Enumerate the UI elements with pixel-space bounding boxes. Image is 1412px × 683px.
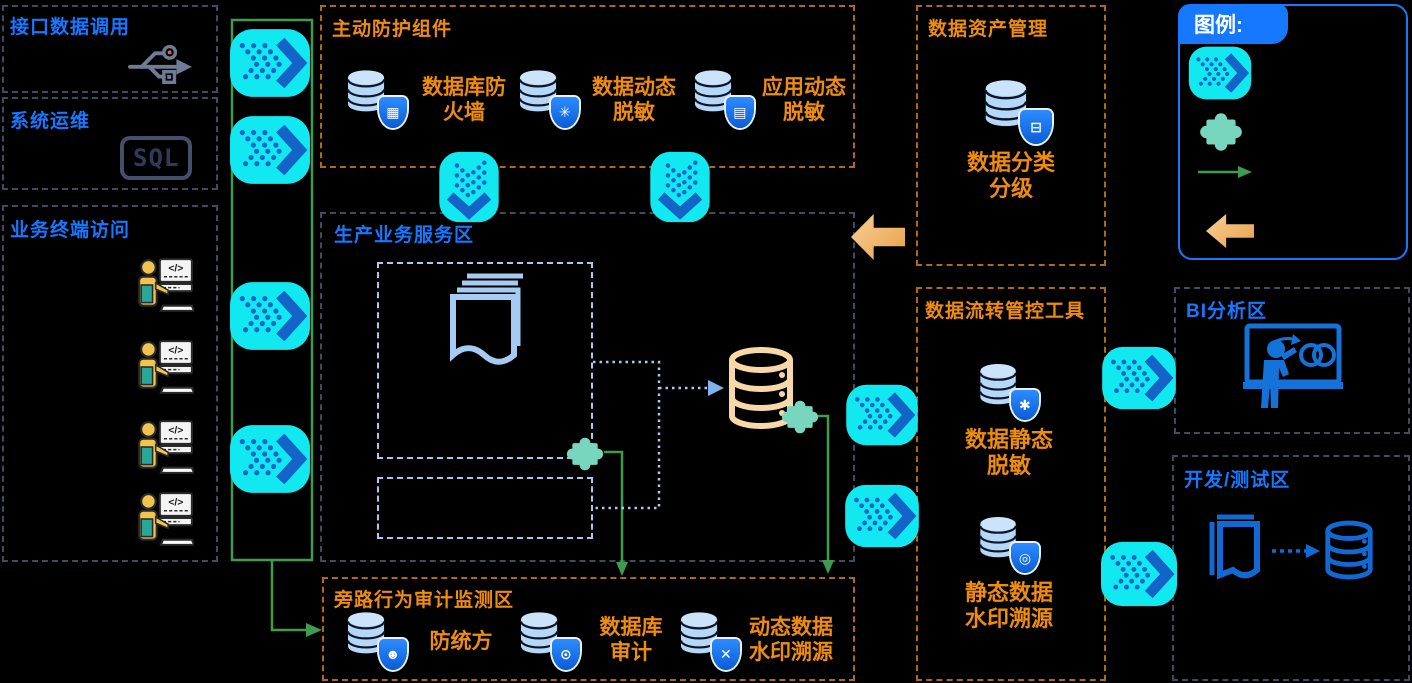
database-dynamic-mask-shield-icon: ✳ [515, 68, 579, 128]
flow-arrow-icon [229, 275, 311, 357]
blue-database-icon [1322, 520, 1376, 582]
shield-badge: ▤ [725, 96, 754, 128]
zone-active-protection [320, 5, 855, 168]
document-icon [1205, 512, 1267, 584]
shield-badge: ✳ [550, 96, 579, 128]
item-label: 数据库 审计 [599, 616, 663, 664]
shield-badge: ✱ [1010, 389, 1039, 420]
zone-business-terminal [2, 205, 218, 562]
zone-title-protection: 主动防护组件 [332, 19, 453, 40]
item-label: 防统方 [429, 630, 493, 653]
item-label: 应用动态 脱敏 [762, 76, 846, 124]
sql-icon: SQL [120, 136, 193, 180]
green-connector-to-audit [270, 560, 306, 632]
legend-title: 图例: [1178, 4, 1288, 44]
database-audit-shield-icon: ⊙ [516, 610, 580, 670]
bi-presentation-icon [1240, 322, 1345, 410]
flow-arrow-down-icon [434, 151, 504, 223]
zone-title-asset: 数据资产管理 [928, 19, 1049, 40]
production-inner-box-top [377, 262, 593, 459]
shield-badge: ◎ [1010, 542, 1039, 573]
zone-title-flowctl: 数据流转管控工具 [925, 301, 1086, 322]
blue-dotted-bracket [593, 360, 661, 510]
zone-title-production: 生产业务服务区 [334, 225, 475, 246]
shield-badge: ⊟ [1020, 109, 1052, 144]
database-firewall-shield-icon: ▦ [343, 68, 407, 128]
database-app-mask-shield-icon: ▤ [690, 68, 754, 128]
database-static-watermark-shield-icon: ◎ [975, 515, 1039, 573]
zone-title-interface: 接口数据调用 [10, 17, 131, 38]
shield-badge: ✕ [711, 638, 740, 670]
zone-title-bi: BI分析区 [1186, 301, 1268, 322]
terminal-user-icon [136, 420, 194, 474]
flow-arrow-icon [1100, 538, 1178, 610]
puzzle-icon [778, 398, 822, 436]
zone-bi-analysis [1174, 287, 1410, 434]
database-static-mask-shield-icon: ✱ [975, 362, 1039, 420]
shield-badge: ⊙ [551, 638, 580, 670]
zone-system-ops [2, 97, 218, 190]
database-watermark-shield-icon: ✕ [676, 610, 740, 670]
item-label: 数据分类 分级 [966, 150, 1055, 201]
flow-arrow-down-icon [645, 151, 715, 223]
database-person-shield-icon: ☻ [343, 610, 407, 670]
zone-data-flow-control [916, 287, 1106, 681]
item-label: 数据静态 脱敏 [964, 427, 1053, 478]
green-connector-db [818, 414, 830, 560]
terminal-user-icon [136, 492, 194, 546]
database-classify-shield-icon: ⊟ [980, 78, 1052, 144]
item-label: 数据动态 脱敏 [592, 76, 676, 124]
shield-badge: ▦ [378, 96, 407, 128]
flow-arrow-icon [229, 110, 311, 190]
production-inner-box-bottom [377, 477, 593, 539]
zone-interface-data-call [2, 5, 218, 93]
zone-title-terminal: 业务终端访问 [10, 220, 131, 241]
item-label: 动态数据 水印溯源 [749, 616, 833, 664]
zone-data-asset-mgmt [916, 5, 1106, 266]
terminal-user-icon [136, 258, 194, 312]
document-stack-icon [445, 272, 535, 377]
legend-box: 图例: [1178, 4, 1408, 260]
flow-arrow-icon [1100, 344, 1178, 412]
zone-title-ops: 系统运维 [10, 111, 91, 132]
item-label: 数据库防 火墙 [422, 76, 506, 124]
green-connector-app [604, 450, 624, 562]
flow-arrow-icon [229, 418, 311, 500]
terminal-user-icon [136, 340, 194, 394]
puzzle-icon [563, 435, 607, 473]
flow-arrow-icon [229, 24, 311, 102]
zone-production-service [320, 212, 855, 562]
flow-arrow-icon [844, 382, 920, 448]
shield-badge: ☻ [378, 638, 407, 670]
zone-title-dev: 开发/测试区 [1184, 470, 1291, 491]
flow-arrow-icon [1188, 44, 1252, 102]
zone-bypass-audit [322, 577, 855, 681]
usb-icon [122, 32, 196, 92]
flow-arrow-icon [844, 482, 920, 550]
zone-title-audit: 旁路行为审计监测区 [334, 590, 515, 611]
item-label: 静态数据 水印溯源 [964, 580, 1053, 631]
puzzle-icon [1196, 110, 1246, 154]
